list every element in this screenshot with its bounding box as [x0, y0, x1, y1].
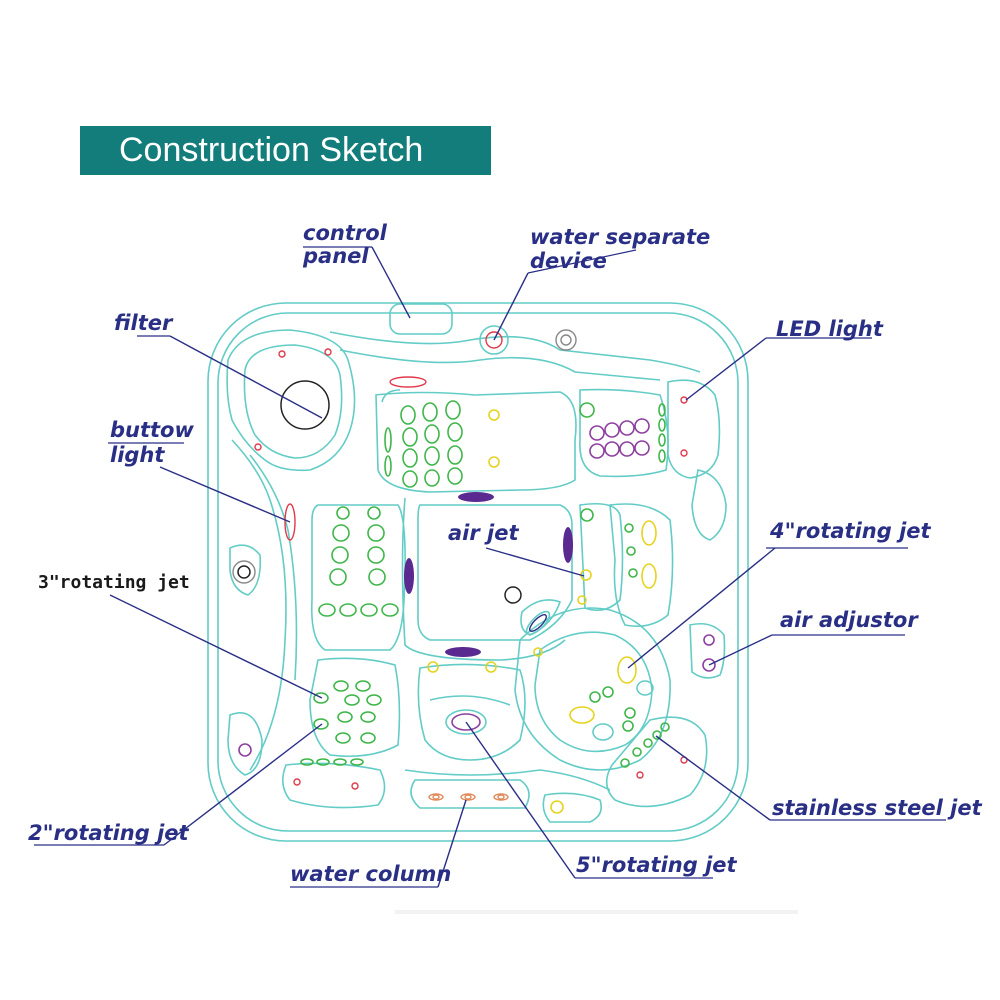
label-led-light: LED light	[776, 317, 884, 341]
red-light-top	[389, 376, 427, 388]
air-jet-right	[563, 527, 573, 563]
leader-lines	[109, 246, 776, 888]
buttow-light-shape	[284, 503, 296, 541]
diagram-title: Construction Sketch	[119, 131, 424, 169]
label-buttow-light-1: buttow	[110, 418, 194, 442]
label-filter: filter	[114, 311, 174, 335]
label-water-separate-2: device	[530, 249, 607, 273]
labels: control panel water separate device filt…	[28, 221, 983, 888]
air-jet-left	[404, 558, 414, 594]
label-stainless-steel-jet: stainless steel jet	[772, 796, 983, 820]
label-rotating-jet-4: 4"rotating jet	[769, 519, 932, 543]
air-jet-bottom	[445, 647, 481, 657]
jet-group-top-middle	[384, 400, 500, 488]
jet-group-corner-lounge	[569, 656, 670, 768]
jet-group-left-middle	[318, 506, 399, 617]
rotating-jet-5-shape	[451, 713, 481, 731]
filter-shape	[280, 380, 330, 430]
control-panel-shape	[389, 303, 453, 335]
jet-group-top-right	[579, 402, 666, 463]
rotating-jet-2-shape	[313, 718, 329, 730]
jet-group-right-middle	[580, 508, 657, 589]
label-water-separate-1: water separate	[530, 225, 710, 249]
label-rotating-jet-3: 3"rotating jet	[38, 572, 190, 593]
water-column-shape	[428, 793, 509, 801]
tub-outline	[207, 302, 749, 842]
label-water-column: water column	[290, 862, 451, 886]
air-adjustor-shape	[702, 658, 716, 672]
label-air-adjustor: air adjustor	[780, 608, 919, 632]
jet-group-bottom-left	[300, 680, 382, 766]
water-separate-device-shape	[479, 325, 509, 355]
label-rotating-jet-5: 5"rotating jet	[576, 853, 738, 877]
rotating-jet-3-shape	[313, 692, 329, 704]
air-jet-top	[458, 492, 494, 502]
label-buttow-light-2: light	[110, 443, 165, 467]
label-control-panel-1: control	[303, 221, 388, 245]
label-rotating-jet-2: 2"rotating jet	[28, 821, 190, 845]
rotating-jet-4-shape	[617, 656, 637, 684]
label-control-panel-2: panel	[302, 244, 369, 268]
label-air-jet: air jet	[448, 521, 519, 545]
diagram-title-banner: Construction Sketch	[80, 126, 491, 175]
